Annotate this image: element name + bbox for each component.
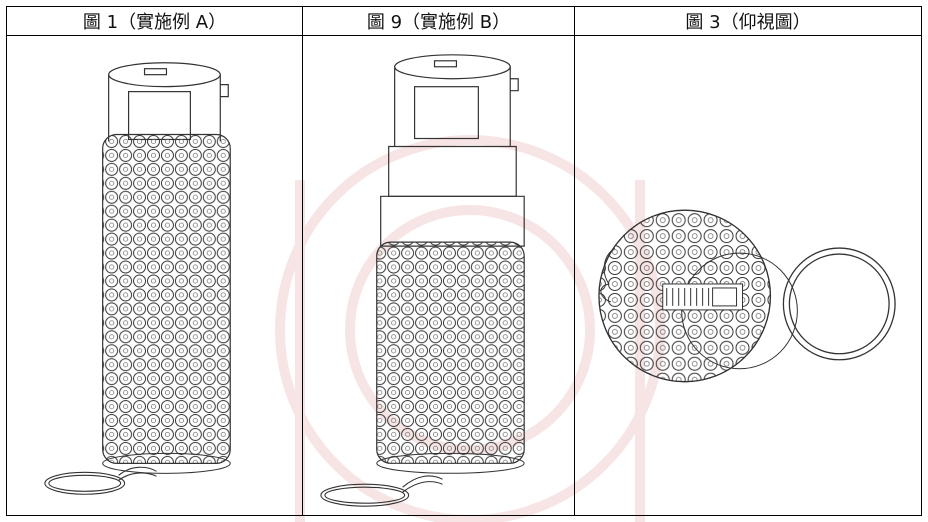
figure-1-cell xyxy=(6,35,303,516)
figure-1-drawing xyxy=(44,62,231,495)
figure-3-cell xyxy=(574,35,922,516)
figure-3-header: 圖 3（仰視圖） xyxy=(574,6,922,36)
figure-3-drawing xyxy=(598,209,896,383)
figure-table: 圖 1（實施例 A） 圖 9（實施例 B） 圖 3（仰視圖） xyxy=(6,6,922,516)
figure-9-cell xyxy=(302,35,575,516)
figure-9-header: 圖 9（實施例 B） xyxy=(302,6,575,36)
figure-9-drawing xyxy=(320,54,525,507)
figure-1-header: 圖 1（實施例 A） xyxy=(6,6,303,36)
